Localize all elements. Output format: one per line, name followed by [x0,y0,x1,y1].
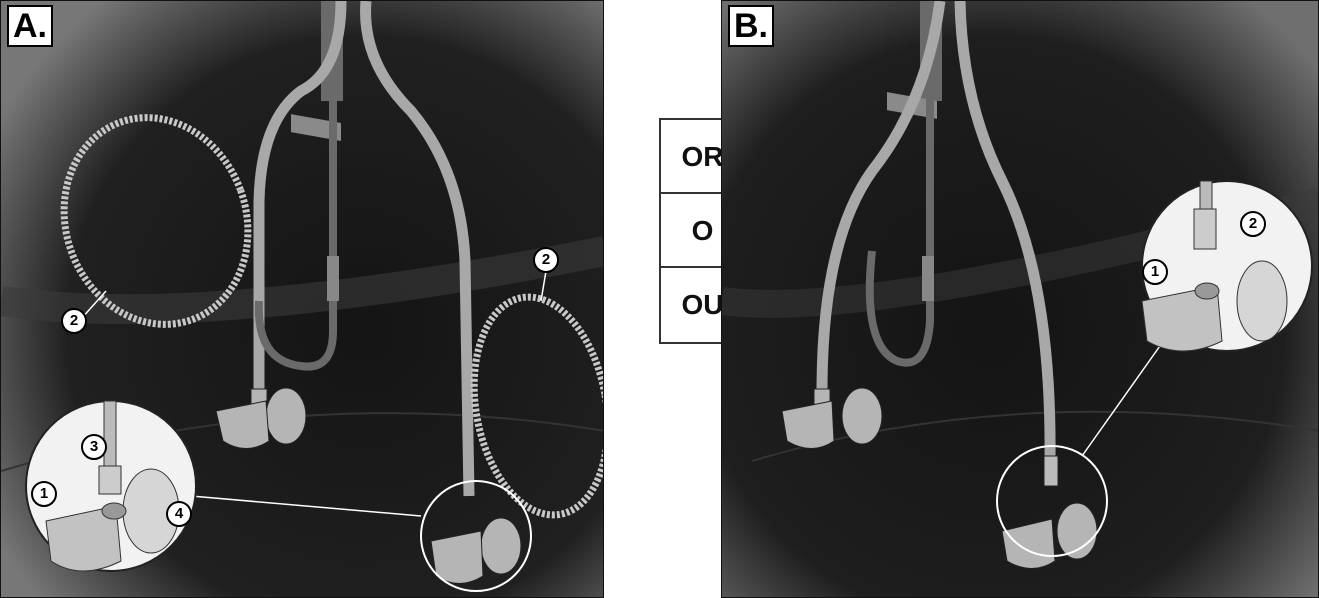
panel-a-label: A. [7,5,53,47]
panel-a-illustration [1,1,603,597]
callout-2-b: 2 [1240,211,1266,237]
callout-3: 3 [81,434,107,460]
or-label-spanish: O [661,194,744,268]
left-hose-b [816,1,946,392]
dark-hose [254,91,337,371]
right-hose-b [954,1,1056,462]
panel-a: A. 2 2 3 1 4 [0,0,604,598]
right-valve-b [1001,455,1098,569]
panel-b-label: B. [728,5,774,47]
dark-hose-b [865,91,934,367]
callout-1-b: 1 [1142,259,1168,285]
callout-4: 4 [166,501,192,527]
panel-b-illustration [722,1,1318,597]
left-valve-b [781,387,883,449]
or-label-french: OU [681,289,724,320]
or-label-english: OR [661,120,744,194]
right-valve [430,517,522,584]
callout-1: 1 [31,481,57,507]
right-hose [360,1,475,497]
left-valve [215,387,307,449]
callout-2-right-coil: 2 [533,247,559,273]
callout-2-left-coil: 2 [61,308,87,334]
panel-b: B. 2 1 [721,0,1319,598]
coil-left [60,114,252,328]
left-hose [253,1,347,391]
